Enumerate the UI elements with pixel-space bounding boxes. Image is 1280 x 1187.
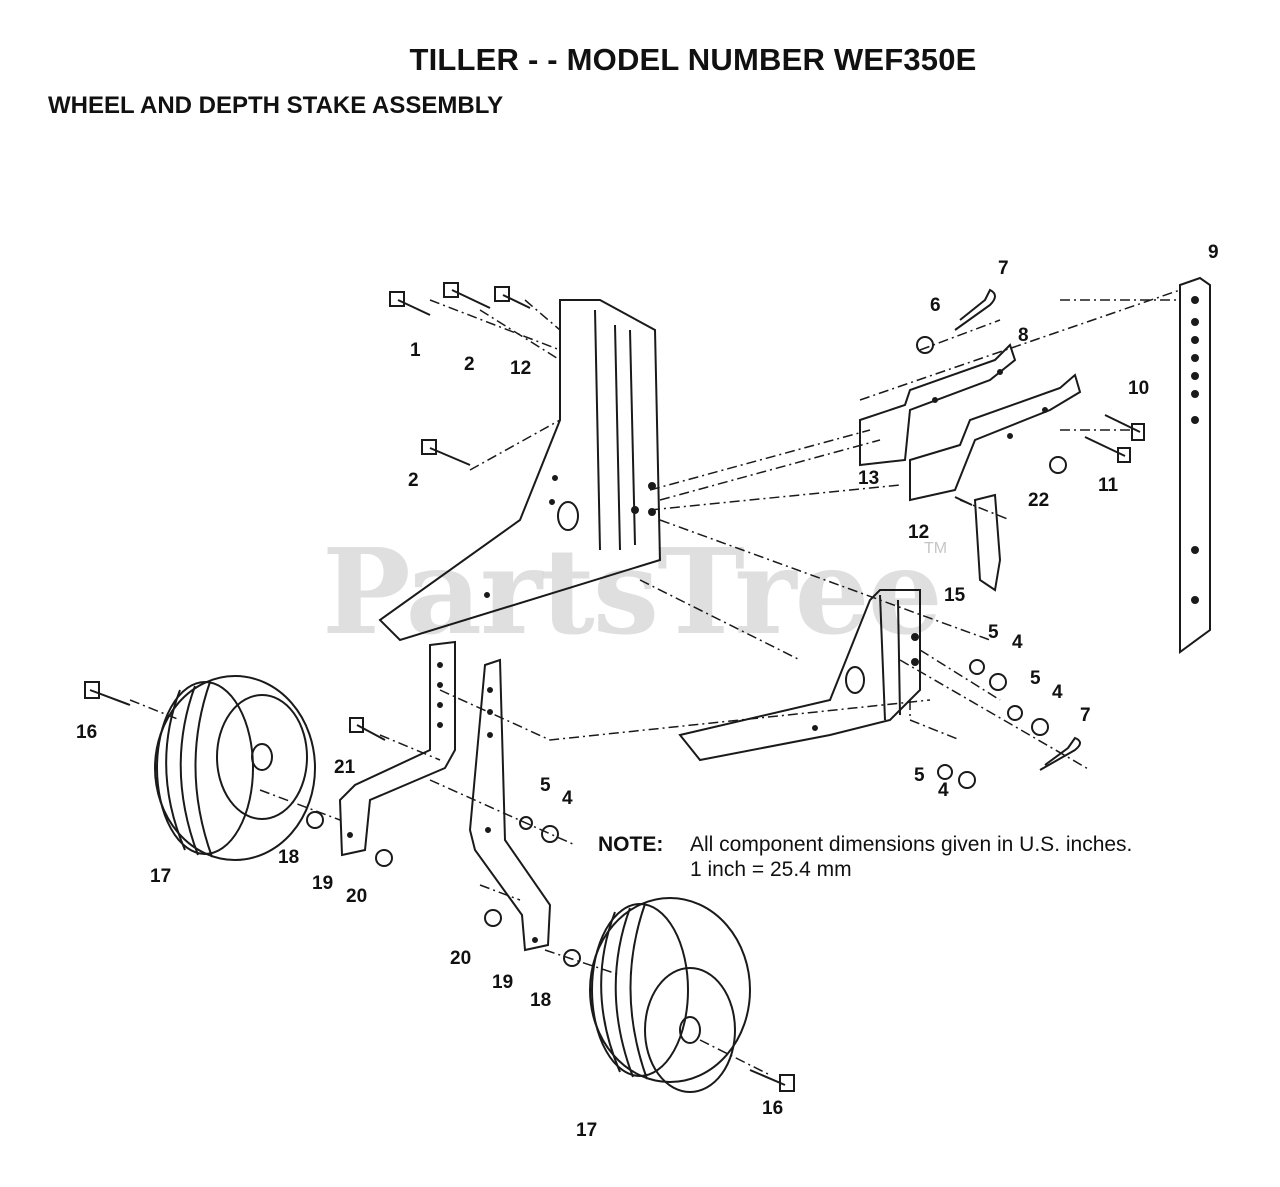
depth-stake-clip [973, 493, 1002, 592]
callout-2b: 2 [408, 470, 419, 491]
depth-stake-brackets [859, 343, 1082, 502]
watermark: PartsTree [322, 522, 943, 661]
callout-5b: 5 [1030, 668, 1041, 689]
assembly-guide-lines [129, 285, 1181, 1076]
note-label: NOTE: [598, 833, 664, 856]
callout-19b: 19 [492, 972, 514, 993]
callout-4a: 4 [1012, 632, 1023, 653]
callout-17a: 17 [150, 866, 172, 887]
callout-4b: 4 [1052, 682, 1063, 703]
callout-4d: 4 [562, 788, 573, 809]
note-line-1: All component dimensions given in U.S. i… [690, 833, 1133, 856]
callout-20a: 20 [346, 886, 368, 907]
wheel-bracket-left [338, 640, 456, 857]
callout-16b: 16 [762, 1098, 784, 1119]
callout-12b: 12 [908, 522, 930, 543]
callout-5d: 5 [540, 775, 551, 796]
wheel-left [154, 675, 316, 861]
callout-17b: 17 [576, 1120, 598, 1141]
callout-16a: 16 [76, 722, 98, 743]
callout-21: 21 [334, 757, 356, 778]
callout-15: 15 [944, 585, 966, 606]
bolts [84, 282, 1145, 1092]
callout-8: 8 [1018, 325, 1029, 346]
nuts-and-washers [306, 336, 1067, 967]
callout-7b: 7 [1080, 705, 1091, 726]
callout-13: 13 [858, 468, 880, 489]
callout-9: 9 [1208, 242, 1219, 263]
frame-left-bracket [378, 299, 662, 642]
note-line-2: 1 inch = 25.4 mm [690, 858, 852, 881]
callout-1: 1 [410, 340, 421, 361]
assembly-subtitle: WHEEL AND DEPTH STAKE ASSEMBLY [48, 92, 504, 119]
callout-20b: 20 [450, 948, 472, 969]
callout-18a: 18 [278, 847, 300, 868]
page-title: TILLER - - MODEL NUMBER WEF350E [409, 42, 977, 77]
wheel-right [589, 897, 751, 1093]
callout-2a: 2 [464, 354, 475, 375]
callout-7a: 7 [998, 258, 1009, 279]
callout-18b: 18 [530, 990, 552, 1011]
callout-5a: 5 [988, 622, 999, 643]
depth-stake-bar [1179, 276, 1211, 654]
callout-10: 10 [1128, 378, 1150, 399]
dimension-note: NOTE: All component dimensions given in U… [598, 832, 1132, 882]
callout-6: 6 [930, 295, 941, 316]
callout-11: 11 [1098, 475, 1119, 496]
callout-19a: 19 [312, 873, 334, 894]
callout-5c: 5 [914, 765, 925, 786]
callout-4c: 4 [938, 780, 949, 801]
wheel-bracket-right [468, 658, 552, 952]
hair-pin-upper [954, 288, 996, 331]
callout-22: 22 [1028, 490, 1050, 511]
frame-right-bracket [678, 589, 921, 762]
callout-12a: 12 [510, 358, 532, 379]
hair-pin-lower [1039, 736, 1081, 771]
watermark-trademark: TM [924, 540, 948, 557]
